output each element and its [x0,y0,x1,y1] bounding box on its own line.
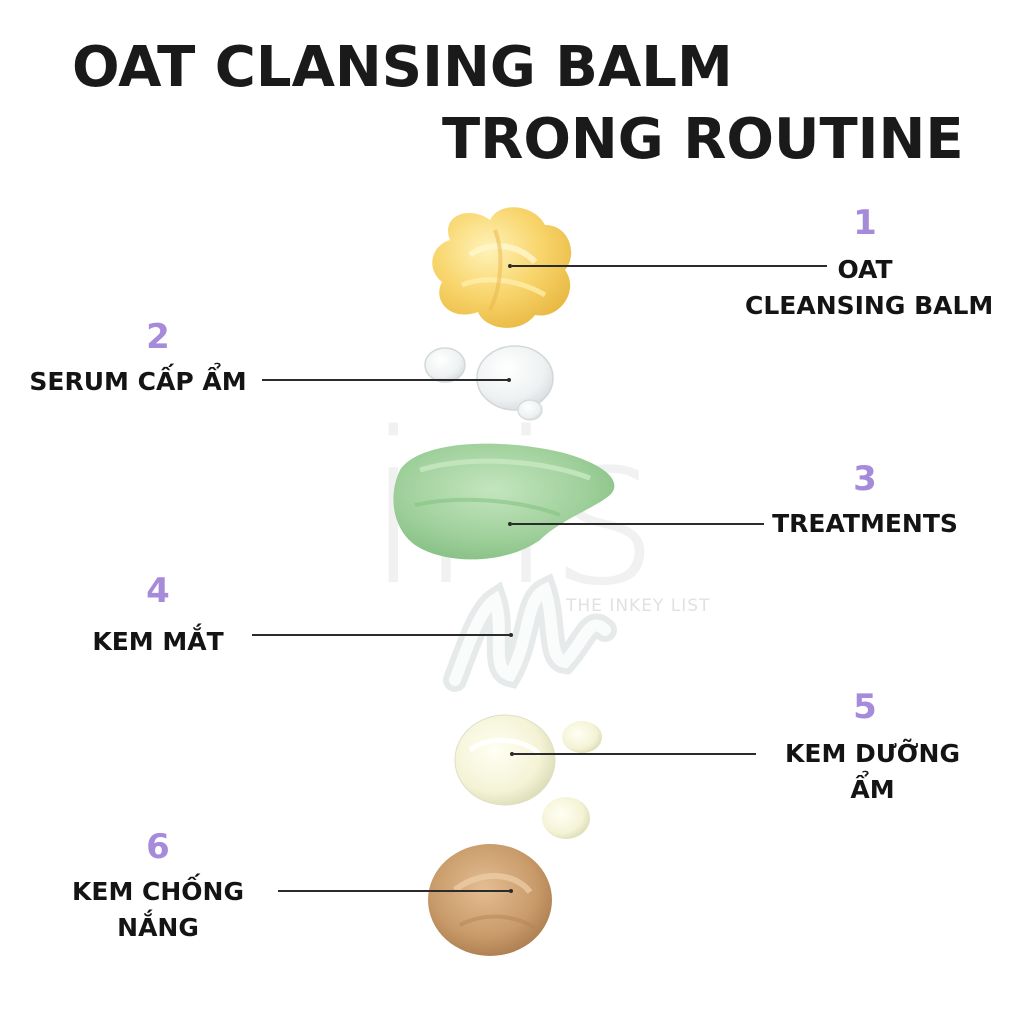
step-label-3-line-1: TREATMENTS [772,509,958,538]
swatch-cream [454,714,602,839]
step-label-6-line-1: KEM CHỐNG [72,877,244,906]
step-connector-6 [278,890,510,892]
step-label-5-line-2: ẨM [850,775,895,805]
step-label-5-line-1: KEM DƯỠNG [785,739,960,768]
step-pointer-dot-2 [507,378,511,382]
step-label-2: SERUM CẤP ẨM [18,364,258,400]
step-label-5: KEM DƯỠNG ẨM [765,736,980,809]
step-label-6-line-2: NẮNG [117,913,199,943]
step-label-4: KEM MẮT [58,624,258,660]
step-number-3: 3 [853,459,877,499]
step-pointer-dot-6 [509,889,513,893]
step-pointer-dot-4 [509,633,513,637]
step-label-4-line-1: KEM MẮT [92,627,224,656]
step-pointer-dot-5 [510,752,514,756]
swatch-clear-gel [443,573,617,692]
step-connector-1 [512,265,827,267]
title-line-1: OAT CLANSING BALM [72,35,733,100]
swatch-green-treatment [393,443,615,560]
step-label-6: KEM CHỐNG NẮNG [48,874,268,947]
step-number-4: 4 [146,571,170,611]
swatch-clear-serum [424,345,554,421]
title-line-2: TRONG ROUTINE [442,107,964,172]
step-pointer-dot-1 [508,264,512,268]
step-label-1-line-1: OAT [837,255,893,284]
watermark-brand: THE INKEY LIST [566,596,711,616]
step-connector-5 [514,753,756,755]
step-number-5: 5 [853,687,877,727]
step-label-3: TREATMENTS [760,506,970,542]
step-label-1: OAT CLEANSING BALM [745,252,994,325]
step-number-2: 2 [146,317,170,357]
step-connector-4 [252,634,510,636]
swatch-tinted-sunscreen [428,844,552,956]
step-label-2-line-1: SERUM CẤP ẨM [29,367,247,396]
step-pointer-dot-3 [508,522,512,526]
step-connector-2 [262,379,508,381]
step-label-1-line-2: CLEANSING BALM [745,291,994,321]
swatch-yellow-balm [432,207,572,328]
step-number-1: 1 [853,203,877,243]
step-connector-3 [512,523,764,525]
step-number-6: 6 [146,827,170,867]
